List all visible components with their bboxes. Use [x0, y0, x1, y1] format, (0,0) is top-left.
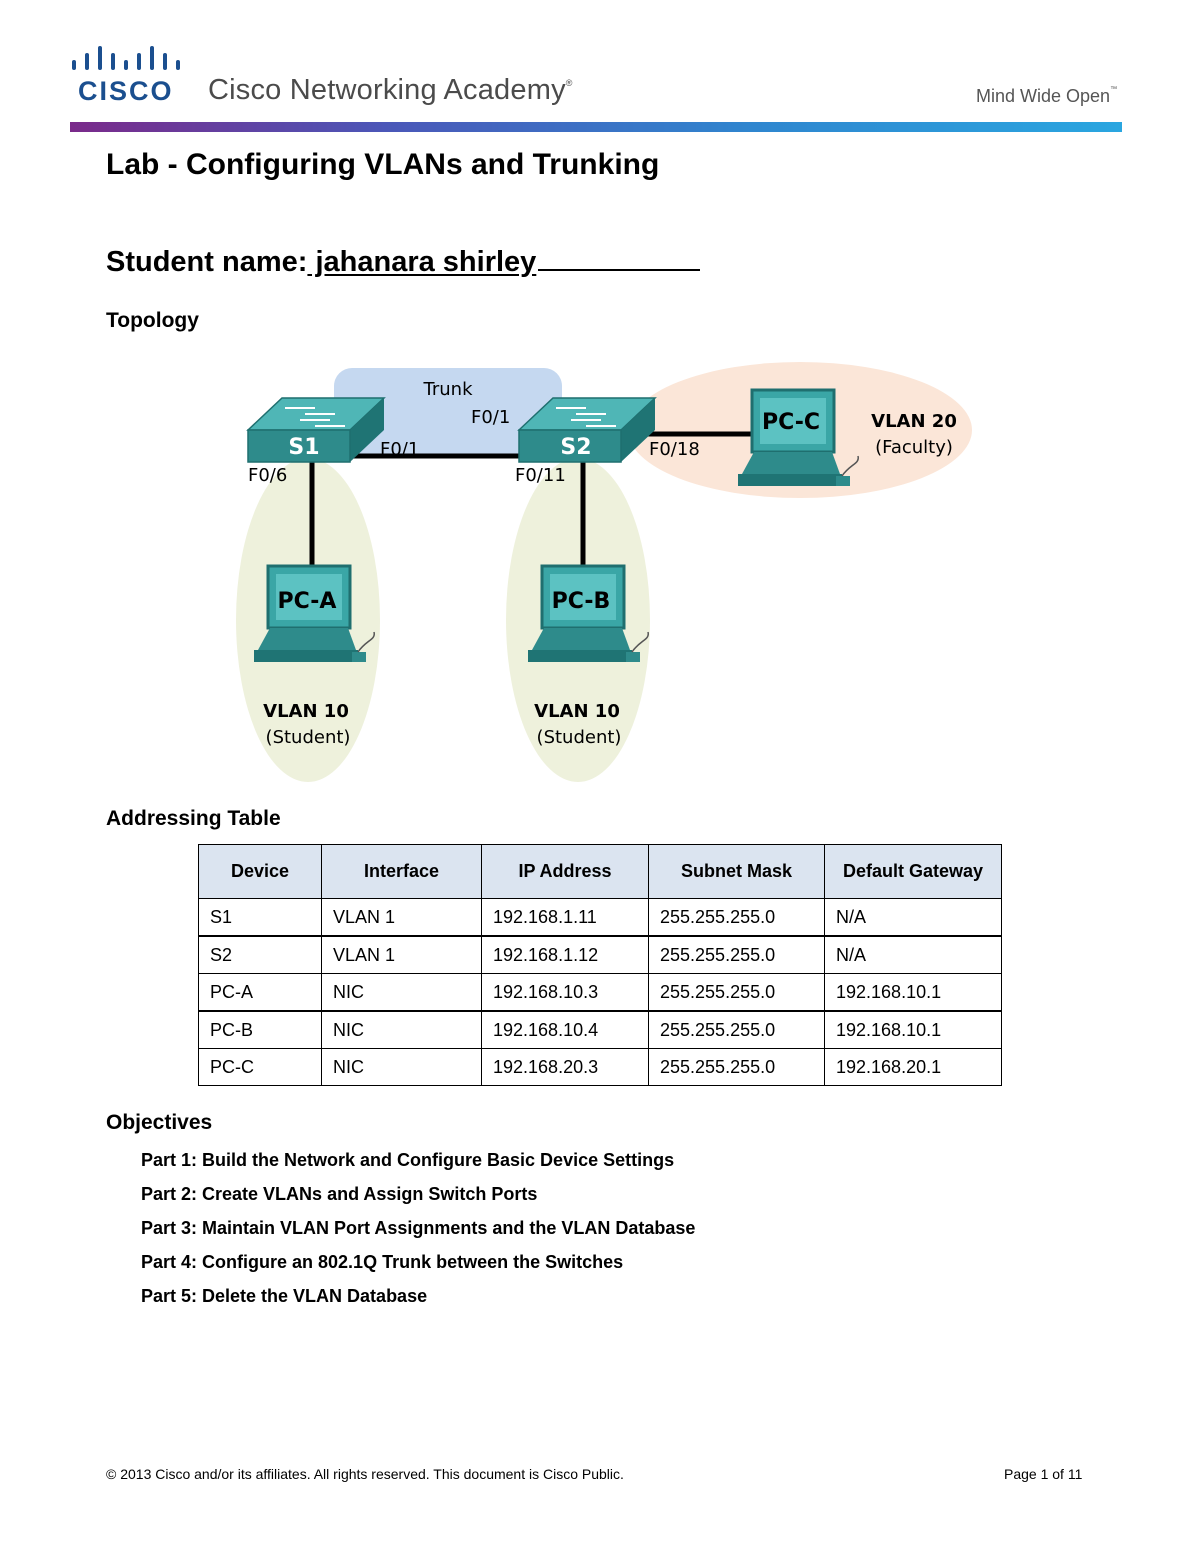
trunk-region — [334, 368, 562, 458]
header-device: Device — [198, 844, 322, 899]
student-name-value: jahanara shirley — [307, 246, 537, 278]
cell-mask: 255.255.255.0 — [648, 973, 825, 1012]
header-default-gateway: Default Gateway — [824, 844, 1002, 899]
table-row: PC-B NIC 192.168.10.4 255.255.255.0 192.… — [198, 1010, 1002, 1049]
header-ip-address: IP Address — [481, 844, 649, 899]
student-name-line: Student name: jahanara shirley — [106, 243, 701, 279]
cell-mask: 255.255.255.0 — [648, 1048, 825, 1086]
student-name-underline — [538, 243, 701, 271]
cell-gateway: 192.168.10.1 — [824, 1010, 1002, 1049]
switch-s2-icon — [517, 397, 657, 463]
addressing-table-heading: Addressing Table — [106, 807, 281, 830]
vlan-c-sublabel: (Faculty) — [875, 437, 953, 458]
table-header-row: Device Interface IP Address Subnet Mask … — [198, 844, 1002, 899]
objective-part-2: Part 2: Create VLANs and Assign Switch P… — [141, 1184, 538, 1204]
pc-a-label: PC-A — [278, 589, 337, 614]
cell-device: PC-A — [198, 973, 322, 1012]
pc-c-icon — [738, 388, 859, 486]
switch-s1-label: S1 — [288, 435, 319, 460]
cell-ip: 192.168.10.4 — [481, 1010, 649, 1049]
objective-part-5: Part 5: Delete the VLAN Database — [141, 1286, 428, 1306]
tagline: Mind Wide Open™ — [976, 86, 1118, 106]
cisco-wordmark: CISCO — [78, 76, 174, 106]
vlan-a-sublabel: (Student) — [266, 727, 351, 748]
cell-interface: NIC — [321, 1048, 482, 1086]
cell-interface: NIC — [321, 1010, 482, 1049]
header-gradient-bar — [70, 122, 1122, 132]
cell-ip: 192.168.1.12 — [481, 935, 649, 974]
footer-copyright: © 2013 Cisco and/or its affiliates. All … — [106, 1466, 624, 1482]
pc-c-label: PC-C — [762, 410, 820, 435]
addressing-table: Device Interface IP Address Subnet Mask … — [198, 844, 1002, 1086]
cisco-logo-bars-icon — [72, 46, 180, 70]
topology-diagram: Trunk F0/1 F0/1 F0/6 F0/11 F0/18 S1 S2 P… — [236, 362, 972, 782]
switch-s1-icon — [246, 397, 386, 463]
table-row: PC-C NIC 192.168.20.3 255.255.255.0 192.… — [198, 1048, 1002, 1086]
cell-device: S2 — [198, 935, 322, 974]
table-row: S1 VLAN 1 192.168.1.11 255.255.255.0 N/A — [198, 898, 1002, 937]
student-name-label: Student name: — [106, 246, 308, 278]
cell-mask: 255.255.255.0 — [648, 1010, 825, 1049]
table-row: PC-A NIC 192.168.10.3 255.255.255.0 192.… — [198, 973, 1002, 1012]
vlan-b-sublabel: (Student) — [537, 727, 622, 748]
cell-gateway: 192.168.10.1 — [824, 973, 1002, 1012]
s2-pcc-port-label: F0/18 — [649, 439, 700, 460]
footer-page-number: Page 1 of 11 — [1004, 1466, 1083, 1482]
objective-part-3: Part 3: Maintain VLAN Port Assignments a… — [141, 1218, 696, 1238]
cell-mask: 255.255.255.0 — [648, 898, 825, 937]
cell-mask: 255.255.255.0 — [648, 935, 825, 974]
cell-device: S1 — [198, 898, 322, 937]
brand-name: Cisco Networking Academy® — [208, 74, 573, 106]
vlan-b-label: VLAN 10 — [534, 701, 620, 722]
s1-trunk-port-label: F0/1 — [380, 439, 419, 460]
s2-pcb-port-label: F0/11 — [515, 465, 566, 486]
vlan-a-label: VLAN 10 — [263, 701, 349, 722]
pc-a-icon — [254, 564, 375, 662]
cell-device: PC-C — [198, 1048, 322, 1086]
cell-interface: NIC — [321, 973, 482, 1012]
cell-interface: VLAN 1 — [321, 935, 482, 974]
trunk-label: Trunk — [423, 379, 474, 400]
cell-gateway: N/A — [824, 935, 1002, 974]
page-title: Lab - Configuring VLANs and Trunking — [106, 148, 660, 181]
cell-gateway: N/A — [824, 898, 1002, 937]
cell-ip: 192.168.20.3 — [481, 1048, 649, 1086]
cell-ip: 192.168.10.3 — [481, 973, 649, 1012]
vlan-c-label: VLAN 20 — [871, 411, 957, 432]
cell-ip: 192.168.1.11 — [481, 898, 649, 937]
pc-b-icon — [528, 564, 649, 662]
header-subnet-mask: Subnet Mask — [648, 844, 825, 899]
s1-pca-port-label: F0/6 — [248, 465, 287, 486]
cell-interface: VLAN 1 — [321, 898, 482, 937]
switch-s2-label: S2 — [560, 435, 591, 460]
cell-gateway: 192.168.20.1 — [824, 1048, 1002, 1086]
pc-b-label: PC-B — [552, 589, 611, 614]
objective-part-1: Part 1: Build the Network and Configure … — [141, 1150, 675, 1170]
s2-trunk-port-label: F0/1 — [471, 407, 510, 428]
cell-device: PC-B — [198, 1010, 322, 1049]
topology-heading: Topology — [106, 309, 199, 332]
objective-part-4: Part 4: Configure an 802.1Q Trunk betwee… — [141, 1252, 624, 1272]
table-row: S2 VLAN 1 192.168.1.12 255.255.255.0 N/A — [198, 935, 1002, 974]
header-interface: Interface — [321, 844, 482, 899]
objectives-heading: Objectives — [106, 1111, 213, 1134]
